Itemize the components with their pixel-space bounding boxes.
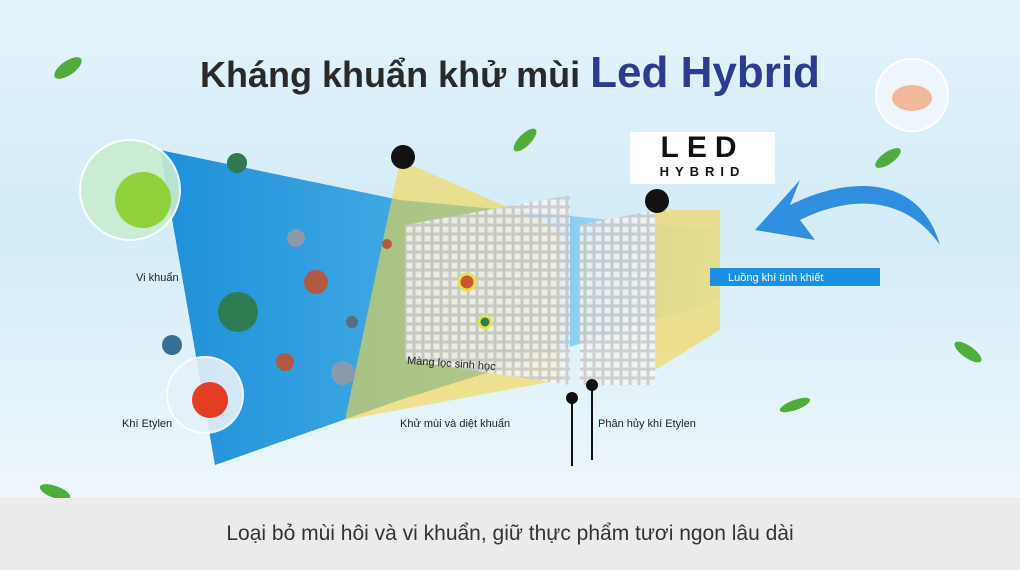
yellow-light-right — [655, 210, 720, 370]
bacteria-label: Vi khuẩn — [136, 272, 179, 284]
chicken-icon — [892, 85, 932, 111]
title-main: Kháng khuẩn khử mùi — [200, 54, 581, 95]
logo-line1: LED — [660, 131, 745, 164]
pure-air-label: Luồng khí tinh khiết — [710, 268, 880, 286]
title-highlight: Led Hybrid — [590, 48, 820, 97]
lime-icon — [115, 172, 171, 228]
bio-filter-panel — [405, 195, 570, 385]
particles — [162, 153, 493, 385]
deodorize-label: Khử mùi và diệt khuẩn — [400, 418, 511, 430]
blue-arrow-icon — [755, 180, 940, 245]
filter-illustration — [39, 57, 982, 500]
ethylene-label: Khí Etylen — [122, 418, 173, 430]
footer-caption: Loại bỏ mùi hôi và vi khuẩn, giữ thực ph… — [0, 498, 1020, 570]
pointer-lines — [566, 379, 598, 466]
logo-line2: HYBRID — [659, 164, 746, 179]
led-badge-icon — [391, 145, 669, 213]
leaf-icons — [39, 57, 982, 500]
led-filter-panel — [580, 210, 655, 385]
decompose-label: Phân hủy khí Etylen — [598, 418, 696, 430]
tomato-icon — [192, 382, 228, 418]
